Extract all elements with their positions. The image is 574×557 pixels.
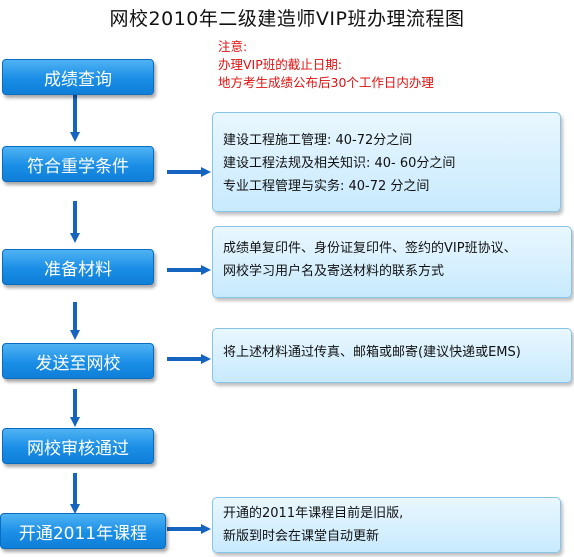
step-eligibility: 符合重学条件 [2,146,154,182]
diagram-title: 网校2010年二级建造师VIP班办理流程图 [109,8,465,30]
info-box-course-version: 开通的2011年课程目前是旧版, 新版到时会在课堂自动更新 [212,497,561,553]
note-line: 注意: [218,39,248,54]
info-box-delivery: 将上述材料通过传真、邮箱或邮寄(建议快递或EMS) [212,328,572,383]
deadline-note: 注意: 办理VIP班的截止日期: 地方考生成绩公布后30个工作日内办理 [218,38,434,92]
step-review-passed: 网校审核通过 [2,428,154,464]
step-send-to-school: 发送至网校 [2,343,154,379]
step-score-query: 成绩查询 [2,59,154,95]
info-line: 新版到时会在课堂自动更新 [223,529,380,544]
info-line: 建设工程施工管理: 40-72分之间 [223,133,413,148]
info-line: 网校学习用户名及寄送材料的联系方式 [223,264,445,279]
info-line: 将上述材料通过传真、邮箱或邮寄(建议快递或EMS) [223,345,521,360]
note-line: 地方考生成绩公布后30个工作日内办理 [218,75,434,90]
info-line: 专业工程管理与实务: 40-72 分之间 [223,179,430,194]
info-box-score-requirements: 建设工程施工管理: 40-72分之间 建设工程法规及相关知识: 40- 60分之… [212,112,561,212]
info-box-materials: 成绩单复印件、身份证复印件、签约的VIP班协议、 网校学习用户名及寄送材料的联系… [212,226,572,298]
info-line: 建设工程法规及相关知识: 40- 60分之间 [223,156,456,171]
info-line: 成绩单复印件、身份证复印件、签约的VIP班协议、 [223,241,517,256]
step-open-course: 开通2011年课程 [0,513,166,549]
note-line: 办理VIP班的截止日期: [218,57,342,72]
step-prepare-materials: 准备材料 [2,249,154,285]
info-line: 开通的2011年课程目前是旧版, [223,506,404,521]
